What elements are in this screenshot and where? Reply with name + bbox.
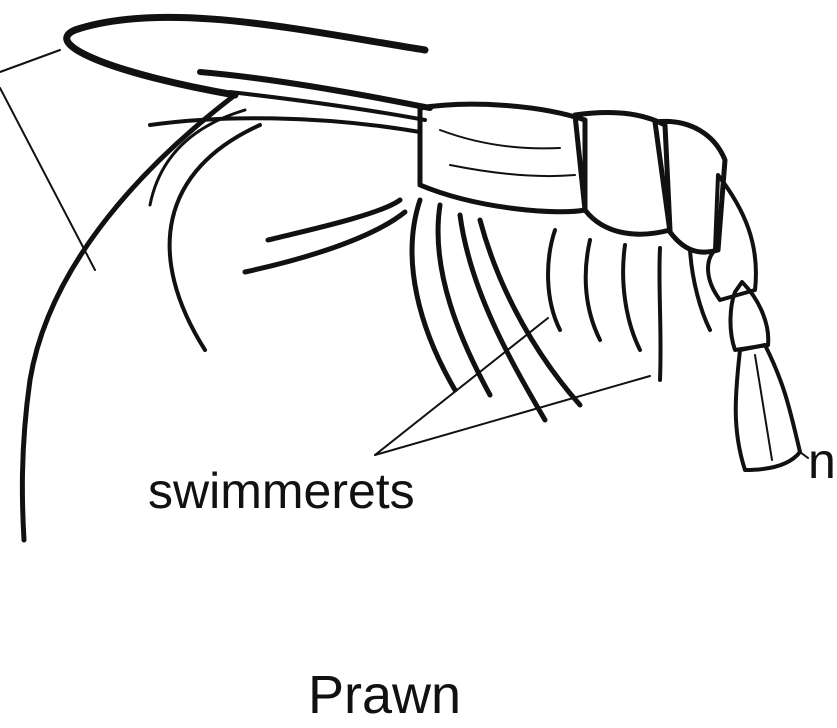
antenna-leader-line: [0, 88, 95, 270]
carapace-groove: [450, 165, 575, 176]
abdomen-segment: [708, 175, 756, 300]
prawn-drawing: [0, 17, 808, 540]
tail-fan: [736, 345, 800, 470]
walking-leg: [460, 215, 545, 420]
tail-fan: [755, 355, 772, 460]
antenna: [170, 125, 260, 350]
abdomen-segment: [730, 282, 768, 350]
swimmeret: [659, 248, 660, 380]
swimmeret: [548, 230, 560, 330]
tail-fan: [800, 452, 808, 458]
swimmeret: [586, 240, 600, 340]
antenna: [67, 17, 425, 95]
swimmerets-leader-line: [375, 376, 650, 455]
antenna-leader-line: [0, 50, 60, 72]
swimmerets-label: swimmerets: [148, 466, 415, 516]
walking-leg: [268, 200, 400, 240]
antennule: [230, 92, 425, 120]
swimmeret: [623, 245, 640, 350]
cropped-label: n: [808, 436, 836, 486]
carapace-groove: [440, 130, 560, 148]
carapace: [420, 104, 585, 212]
figure-title: Prawn: [308, 668, 461, 722]
walking-leg: [480, 220, 580, 405]
